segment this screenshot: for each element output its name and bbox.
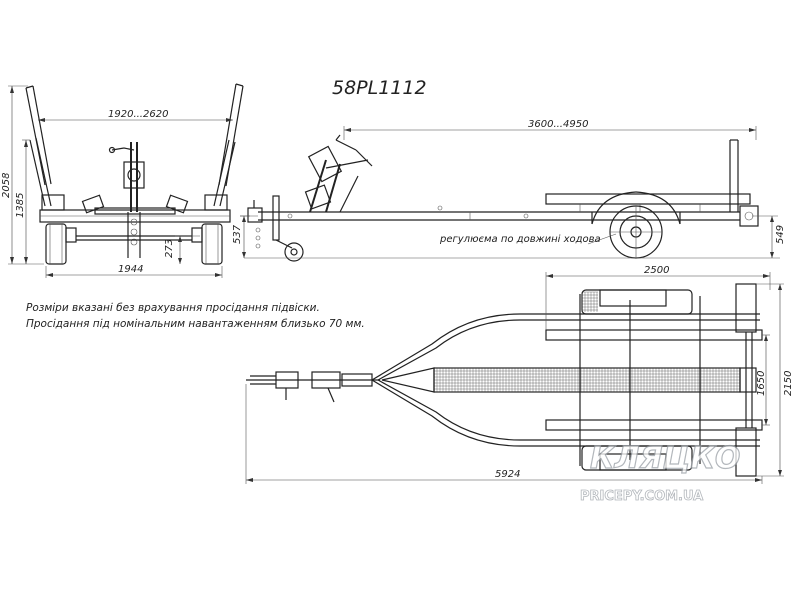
side-jockey-wheel xyxy=(272,195,304,262)
dim-side-drawbar-height: 537 xyxy=(232,215,250,258)
note-line-2: Просідання під номінальним навантаженням… xyxy=(26,318,365,330)
dim-side-bunk-length: 3600...4950 xyxy=(343,119,757,140)
dim-front-post-height-label: 1385 xyxy=(15,193,26,218)
top-fender-bottom xyxy=(581,445,693,471)
dim-top-rear-width-label: 2500 xyxy=(644,265,669,276)
front-left-guide-post xyxy=(25,85,52,207)
side-rear-guide-post xyxy=(729,139,759,227)
top-rear-posts xyxy=(735,283,757,477)
dim-side-frame-height: 549 xyxy=(752,215,786,258)
svg-text:PRICEPY.COM.UA: PRICEPY.COM.UA xyxy=(580,489,703,504)
dim-top-overall-width-label: 2150 xyxy=(783,371,794,396)
dim-front-width-bottom: 1944 xyxy=(45,264,223,278)
dim-top-overall-width: 2150 xyxy=(756,283,794,477)
dim-front-axle-height-label: 273 xyxy=(164,239,175,258)
top-drawbar xyxy=(246,371,380,403)
front-right-guide-post xyxy=(213,83,244,207)
dim-top-overall-length: 5924 xyxy=(245,384,763,484)
side-adjust-label: регулюєма по довжині ходова xyxy=(439,233,601,245)
dim-front-total-height-label: 2058 xyxy=(1,173,12,198)
note-line-1: Розміри вказані без врахування просіданн… xyxy=(26,302,320,314)
side-winch-post xyxy=(304,134,373,213)
dim-side-drawbar-height-label: 537 xyxy=(232,224,243,244)
front-right-wheel xyxy=(191,223,223,265)
dim-side-frame-height-label: 549 xyxy=(775,225,786,244)
top-fender-top xyxy=(581,289,693,315)
side-frame-details xyxy=(287,205,529,220)
dim-top-rear-width: 2500 xyxy=(545,265,771,330)
dim-front-total-height: 2058 xyxy=(1,85,44,265)
front-rollers xyxy=(41,194,228,215)
dim-front-width-top: 1920...2620 xyxy=(38,109,233,122)
top-mesh-walkway xyxy=(381,367,741,393)
dim-front-width-top-label: 1920...2620 xyxy=(108,109,168,120)
dim-top-overall-length-label: 5924 xyxy=(495,469,520,480)
dim-side-bunk-length-label: 3600...4950 xyxy=(528,119,588,130)
front-winch-post xyxy=(108,142,145,258)
watermark-logo: КЛЯЦКО PRICEPY.COM.UA xyxy=(580,440,741,504)
dim-top-inner-width-label: 1650 xyxy=(756,371,767,396)
top-aframe-lower-inner xyxy=(377,379,760,441)
front-view: 1920...2620 1944 2058 1385 xyxy=(1,83,244,278)
dim-front-axle-height: 273 xyxy=(164,235,200,264)
side-view: 3600...4950 537 549 регулюєма по довжині… xyxy=(232,119,786,262)
side-wheel xyxy=(609,205,663,259)
drawing-title: 58PL1112 xyxy=(332,77,427,99)
dim-front-width-bottom-label: 1944 xyxy=(118,264,143,275)
top-aframe-upper xyxy=(371,313,760,381)
top-view: 2500 1650 2150 5924 xyxy=(245,265,794,484)
front-left-wheel xyxy=(45,223,77,265)
side-fender xyxy=(591,191,681,225)
svg-text:КЛЯЦКО: КЛЯЦКО xyxy=(590,441,740,476)
top-aframe-upper-inner xyxy=(377,319,760,381)
dim-top-inner-width: 1650 xyxy=(756,334,770,426)
dim-front-post-height: 1385 xyxy=(15,139,30,264)
side-hitch-coupler xyxy=(247,200,263,249)
top-aframe-lower xyxy=(371,379,760,447)
